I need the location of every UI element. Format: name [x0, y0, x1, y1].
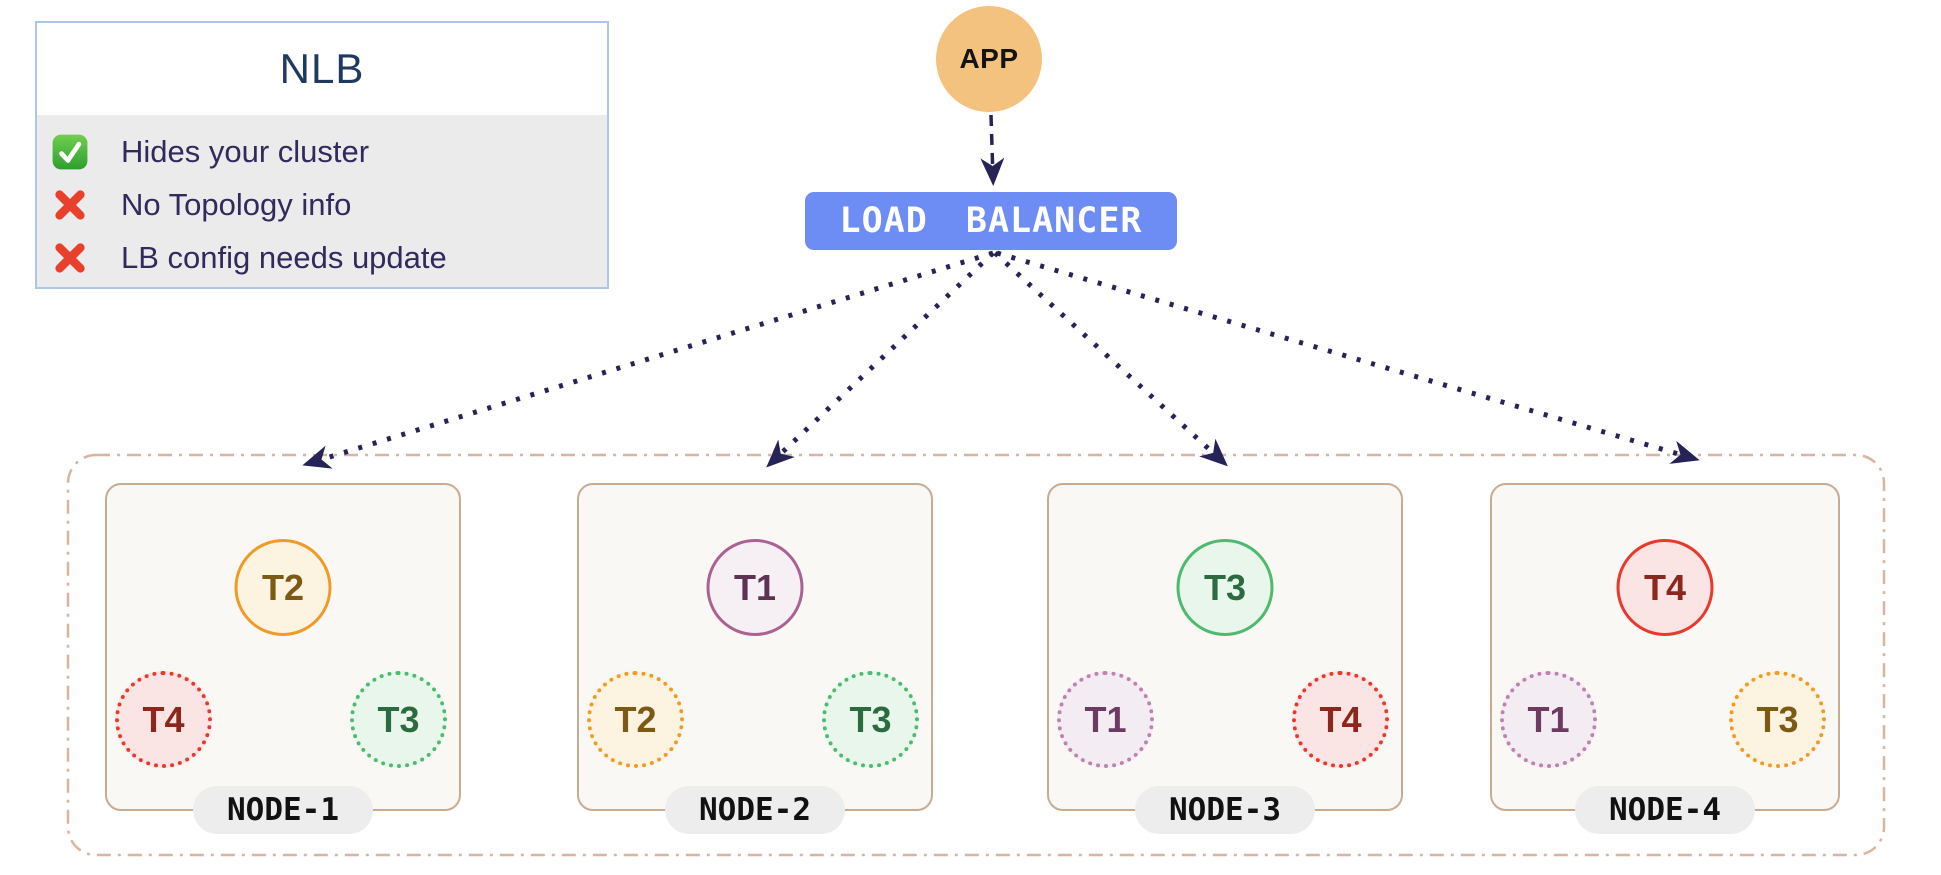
- app-node: APP: [936, 6, 1042, 112]
- pod-circle: T2: [587, 671, 684, 768]
- pod-circle: T3: [822, 671, 919, 768]
- pod-circle: T2: [234, 539, 332, 636]
- check-icon: [51, 133, 89, 171]
- legend-item: No Topology info: [51, 178, 607, 231]
- load-balancer: LOAD BALANCER: [805, 192, 1177, 250]
- pod-circle: T4: [1616, 539, 1714, 636]
- pod-circle: T4: [115, 671, 212, 768]
- pod-circle: T1: [706, 539, 804, 636]
- pod-label: T1: [1084, 698, 1127, 740]
- node-card-2: T1 T2 T3 NODE-2: [577, 483, 933, 834]
- app-label: APP: [959, 43, 1019, 74]
- pod-label: T2: [261, 566, 304, 608]
- pod-label: T2: [614, 698, 657, 740]
- legend-title: NLB: [279, 45, 365, 92]
- pod-label: T4: [142, 698, 185, 740]
- pod-label: T1: [733, 566, 776, 608]
- pod-label: T3: [1203, 566, 1246, 608]
- cross-icon: [51, 186, 89, 224]
- pod-circle: T3: [350, 671, 447, 768]
- app-to-lb-arrow: [980, 114, 1005, 186]
- pod-circle: T1: [1500, 671, 1597, 768]
- legend-item-label: Hides your cluster: [121, 133, 370, 169]
- legend-panel: NLB Hides your cluster: [35, 21, 609, 289]
- pod-circle: T3: [1176, 539, 1274, 636]
- node-label-pill: NODE-3: [1135, 786, 1315, 834]
- pod-label: T4: [1643, 566, 1686, 608]
- cross-icon: [51, 239, 89, 277]
- legend-item-label: LB config needs update: [121, 239, 447, 275]
- node-label-pill: NODE-2: [665, 786, 845, 834]
- legend-item: LB config needs update: [51, 231, 607, 284]
- legend-item: Hides your cluster: [51, 125, 607, 178]
- pod-circle: T1: [1057, 671, 1154, 768]
- lb-to-node4-arrow: [996, 250, 1700, 464]
- node-label-pill: NODE-1: [193, 786, 373, 834]
- node-label-pill: NODE-4: [1575, 786, 1755, 834]
- legend-item-label: No Topology info: [121, 186, 352, 222]
- node-card-4: T4 T1 T3 NODE-4: [1490, 483, 1840, 834]
- legend-list: Hides your cluster No Topology info LB c…: [37, 115, 607, 287]
- load-balancer-label: LOAD BALANCER: [839, 201, 1143, 241]
- pod-label: T3: [377, 698, 420, 740]
- lb-to-node3-arrow: [993, 251, 1228, 467]
- lb-to-node2-arrow: [766, 251, 995, 468]
- node-card-3: T3 T1 T4 NODE-3: [1047, 483, 1403, 834]
- pod-label: T1: [1527, 698, 1570, 740]
- pod-circle: T4: [1292, 671, 1389, 768]
- pod-label: T3: [1756, 698, 1799, 740]
- pod-label: T4: [1319, 698, 1362, 740]
- node-card-1: T2 T4 T3 NODE-1: [105, 483, 461, 834]
- pod-label: T3: [849, 698, 892, 740]
- pod-circle: T3: [1729, 671, 1826, 768]
